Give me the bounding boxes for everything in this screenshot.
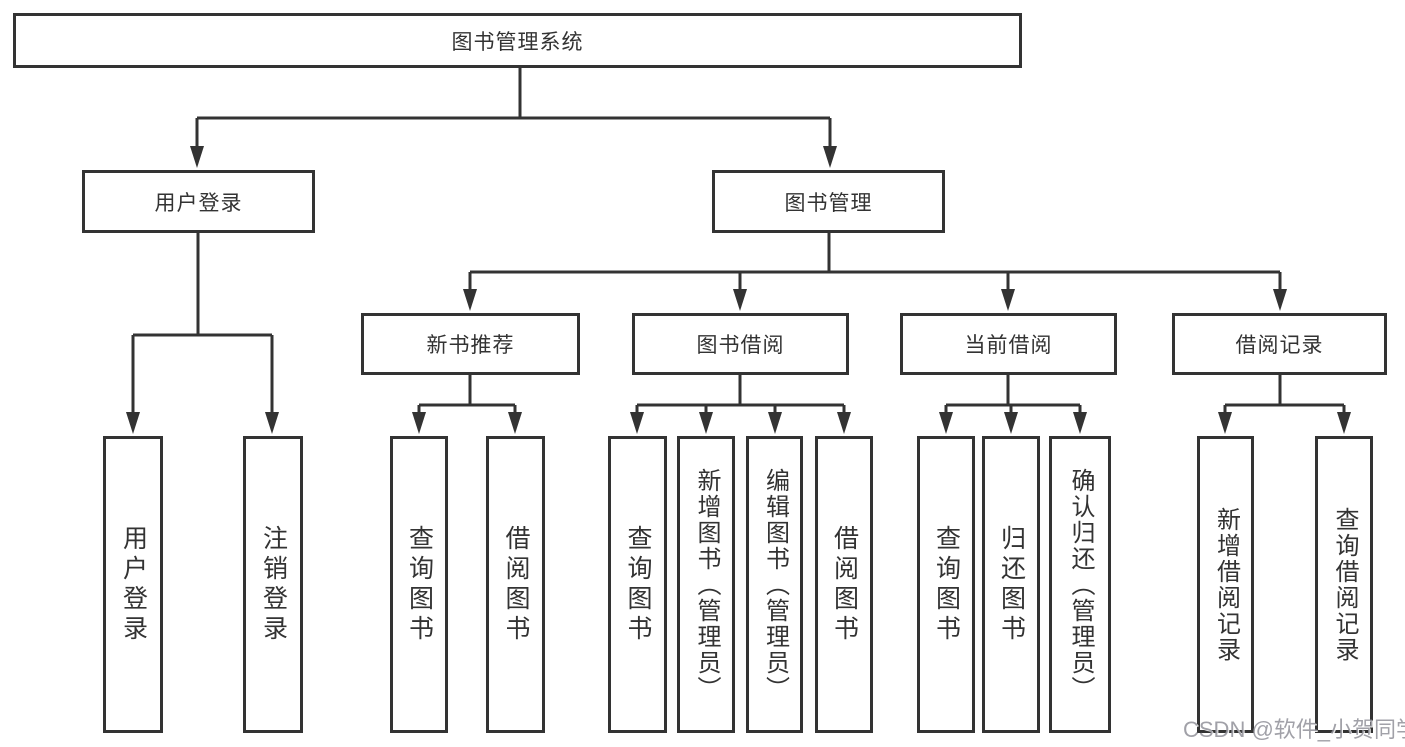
node-current-borrow: 当前借阅 <box>900 313 1117 375</box>
leaf-query-books-borrow: 查询图书 <box>608 436 667 733</box>
node-user-login: 用户登录 <box>82 170 315 233</box>
node-root: 图书管理系统 <box>13 13 1022 68</box>
leaf-confirm-return-admin: 确认归还（管理员） <box>1049 436 1111 733</box>
arrow-leaf-11 <box>1218 412 1232 434</box>
leaf-user-login: 用户登录 <box>103 436 163 733</box>
arrow-current-borrow <box>1001 289 1015 311</box>
csdn-watermark: CSDN @软件_小贺同学 <box>1183 717 1405 742</box>
arrow-leaf-2 <box>412 412 426 434</box>
arrow-leaf-5 <box>699 412 713 434</box>
arrow-leaf-12 <box>1337 412 1351 434</box>
arrowheads <box>126 146 1351 434</box>
connector-lines <box>131 68 1346 416</box>
arrow-leaf-4 <box>630 412 644 434</box>
node-book-borrow: 图书借阅 <box>632 313 849 375</box>
arrow-book-management <box>823 146 837 168</box>
leaf-logout-login: 注销登录 <box>243 436 303 733</box>
arrow-leaf-7 <box>837 412 851 434</box>
node-new-book-recommend: 新书推荐 <box>361 313 580 375</box>
arrow-leaf-3 <box>508 412 522 434</box>
arrow-leaf-8 <box>939 412 953 434</box>
leaf-borrow-books: 借阅图书 <box>815 436 873 733</box>
arrow-new-book-recommend <box>463 289 477 311</box>
arrow-leaf-6 <box>768 412 782 434</box>
node-book-management: 图书管理 <box>712 170 945 233</box>
leaf-query-books-recommend: 查询图书 <box>390 436 448 733</box>
arrow-borrow-records <box>1273 289 1287 311</box>
arrow-leaf-0 <box>126 412 140 434</box>
arrow-user-login <box>190 146 204 168</box>
arrow-leaf-10 <box>1073 412 1087 434</box>
leaf-edit-books-admin: 编辑图书（管理员） <box>746 436 803 733</box>
leaf-borrow-books-recommend: 借阅图书 <box>486 436 545 733</box>
arrow-leaf-9 <box>1004 412 1018 434</box>
leaf-query-books-current: 查询图书 <box>917 436 975 733</box>
node-borrow-records: 借阅记录 <box>1172 313 1387 375</box>
leaf-return-books: 归还图书 <box>982 436 1040 733</box>
leaf-add-books-admin: 新增图书（管理员） <box>677 436 735 733</box>
arrow-book-borrow <box>733 289 747 311</box>
arrow-leaf-1 <box>265 412 279 434</box>
leaf-add-borrow-record: 新增借阅记录 <box>1197 436 1254 733</box>
leaf-query-borrow-record: 查询借阅记录 <box>1315 436 1373 733</box>
